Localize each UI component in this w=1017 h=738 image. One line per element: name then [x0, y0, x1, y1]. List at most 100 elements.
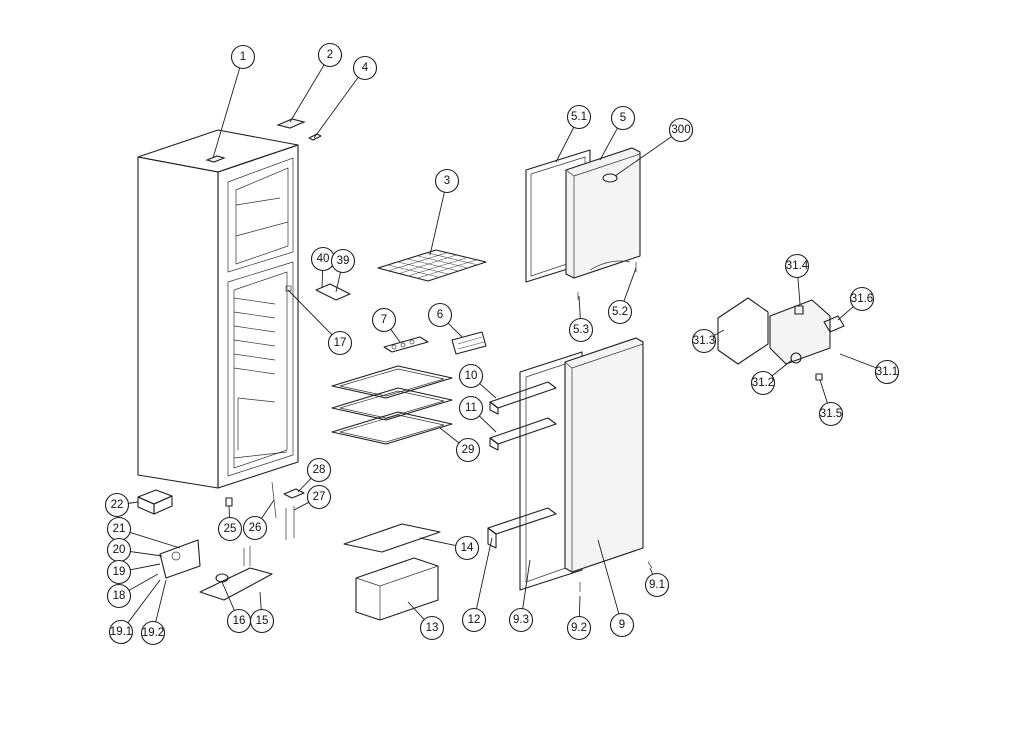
- part-top-cover: [276, 118, 322, 141]
- leader-line-3: [429, 192, 445, 256]
- leader-line-31.2: [771, 359, 793, 377]
- callout-40: 40: [310, 246, 336, 272]
- callout-31.2: 31.2: [750, 370, 776, 396]
- refrigerator-cabinet: [137, 129, 299, 489]
- callout-22: 22: [104, 492, 130, 518]
- callout-number: 29: [462, 444, 475, 456]
- callout-31.5: 31.5: [818, 401, 844, 427]
- callout-9: 9: [609, 612, 635, 638]
- callout-number: 18: [113, 590, 126, 602]
- part-egg-trays: [315, 283, 487, 355]
- callout-circle: [242, 515, 268, 541]
- leader-line-10: [479, 383, 497, 399]
- part-control-box: [717, 297, 845, 381]
- leader-line-17: [287, 289, 333, 336]
- leader-line-19.2: [155, 579, 167, 622]
- callout-31.4: 31.4: [784, 253, 810, 279]
- callout-number: 19.2: [142, 627, 164, 639]
- callout-number: 20: [113, 544, 126, 556]
- leader-line-31.1: [839, 353, 877, 369]
- part-crisper: [343, 523, 441, 621]
- callout-17: 17: [327, 330, 353, 356]
- leader-line-14: [419, 537, 456, 547]
- callout-9.2: 9.2: [566, 615, 592, 641]
- callout-28: 28: [306, 457, 332, 483]
- callout-circle: [106, 559, 132, 585]
- callout-25: 25: [217, 516, 243, 542]
- callout-2: 2: [317, 42, 343, 68]
- callout-29: 29: [455, 437, 481, 463]
- callout-circle: [607, 299, 633, 325]
- callout-circle: [104, 492, 130, 518]
- callout-circle: [352, 55, 378, 81]
- callout-12: 12: [461, 607, 487, 633]
- callout-number: 19.1: [110, 626, 132, 638]
- callout-26: 26: [242, 515, 268, 541]
- callout-19.1: 19.1: [108, 619, 134, 645]
- leader-line-5.3: [578, 295, 581, 319]
- leader-line-19.1: [127, 579, 161, 624]
- leader-line-19: [130, 563, 161, 571]
- callout-circle: [108, 619, 134, 645]
- callout-number: 14: [461, 542, 474, 554]
- callout-circle: [330, 248, 356, 274]
- callout-number: 5.1: [571, 111, 587, 123]
- part-fridge-door: [487, 337, 644, 591]
- callout-circle: [317, 42, 343, 68]
- callout-circle: [566, 104, 592, 130]
- callout-circle: [508, 607, 534, 633]
- callout-circle: [140, 620, 166, 646]
- callout-number: 19: [113, 566, 126, 578]
- callout-circle: [217, 516, 243, 542]
- callout-31.6: 31.6: [849, 286, 875, 312]
- callout-circle: [874, 359, 900, 385]
- leader-line-18: [128, 573, 159, 591]
- leader-line-7: [390, 329, 401, 343]
- callout-circle: [609, 612, 635, 638]
- callout-11: 11: [458, 395, 484, 421]
- callout-number: 40: [317, 253, 330, 265]
- leader-line-4: [313, 77, 359, 139]
- callout-circle: [750, 370, 776, 396]
- leader-line-20: [130, 551, 163, 557]
- callout-20: 20: [106, 537, 132, 563]
- leader-line-25: [228, 505, 230, 518]
- part-compressor-assembly: [137, 481, 305, 601]
- callout-16: 16: [226, 608, 252, 634]
- callout-circle: [668, 117, 694, 143]
- callout-circle: [849, 286, 875, 312]
- callout-10: 10: [458, 363, 484, 389]
- callout-9.1: 9.1: [644, 572, 670, 598]
- callout-circle: [566, 615, 592, 641]
- callout-circle: [818, 401, 844, 427]
- callout-number: 31.2: [752, 377, 774, 389]
- leader-line-31.5: [819, 379, 828, 404]
- callout-number: 22: [111, 499, 124, 511]
- leader-line-9.1: [649, 567, 654, 575]
- callout-27: 27: [306, 484, 332, 510]
- callout-number: 26: [249, 522, 262, 534]
- leader-line-5: [599, 127, 618, 161]
- leader-line-5.1: [555, 127, 575, 163]
- callout-circle: [455, 437, 481, 463]
- callout-1: 1: [230, 44, 256, 70]
- callout-19: 19: [106, 559, 132, 585]
- callout-number: 2: [327, 49, 333, 61]
- leader-line-16: [221, 581, 235, 611]
- callout-circle: [427, 302, 453, 328]
- callout-number: 13: [426, 622, 439, 634]
- part-freezer-door: [525, 147, 641, 283]
- callout-number: 31.5: [820, 408, 842, 420]
- callout-15: 15: [249, 608, 275, 634]
- callout-circle: [106, 583, 132, 609]
- callout-6: 6: [427, 302, 453, 328]
- callout-circle: [784, 253, 810, 279]
- callout-number: 4: [362, 62, 369, 74]
- callout-4: 4: [352, 55, 378, 81]
- callout-number: 6: [437, 309, 443, 321]
- leader-line-22: [128, 501, 139, 504]
- callout-5: 5: [610, 105, 636, 131]
- part-glass-shelves: [331, 365, 453, 445]
- callout-5.2: 5.2: [607, 299, 633, 325]
